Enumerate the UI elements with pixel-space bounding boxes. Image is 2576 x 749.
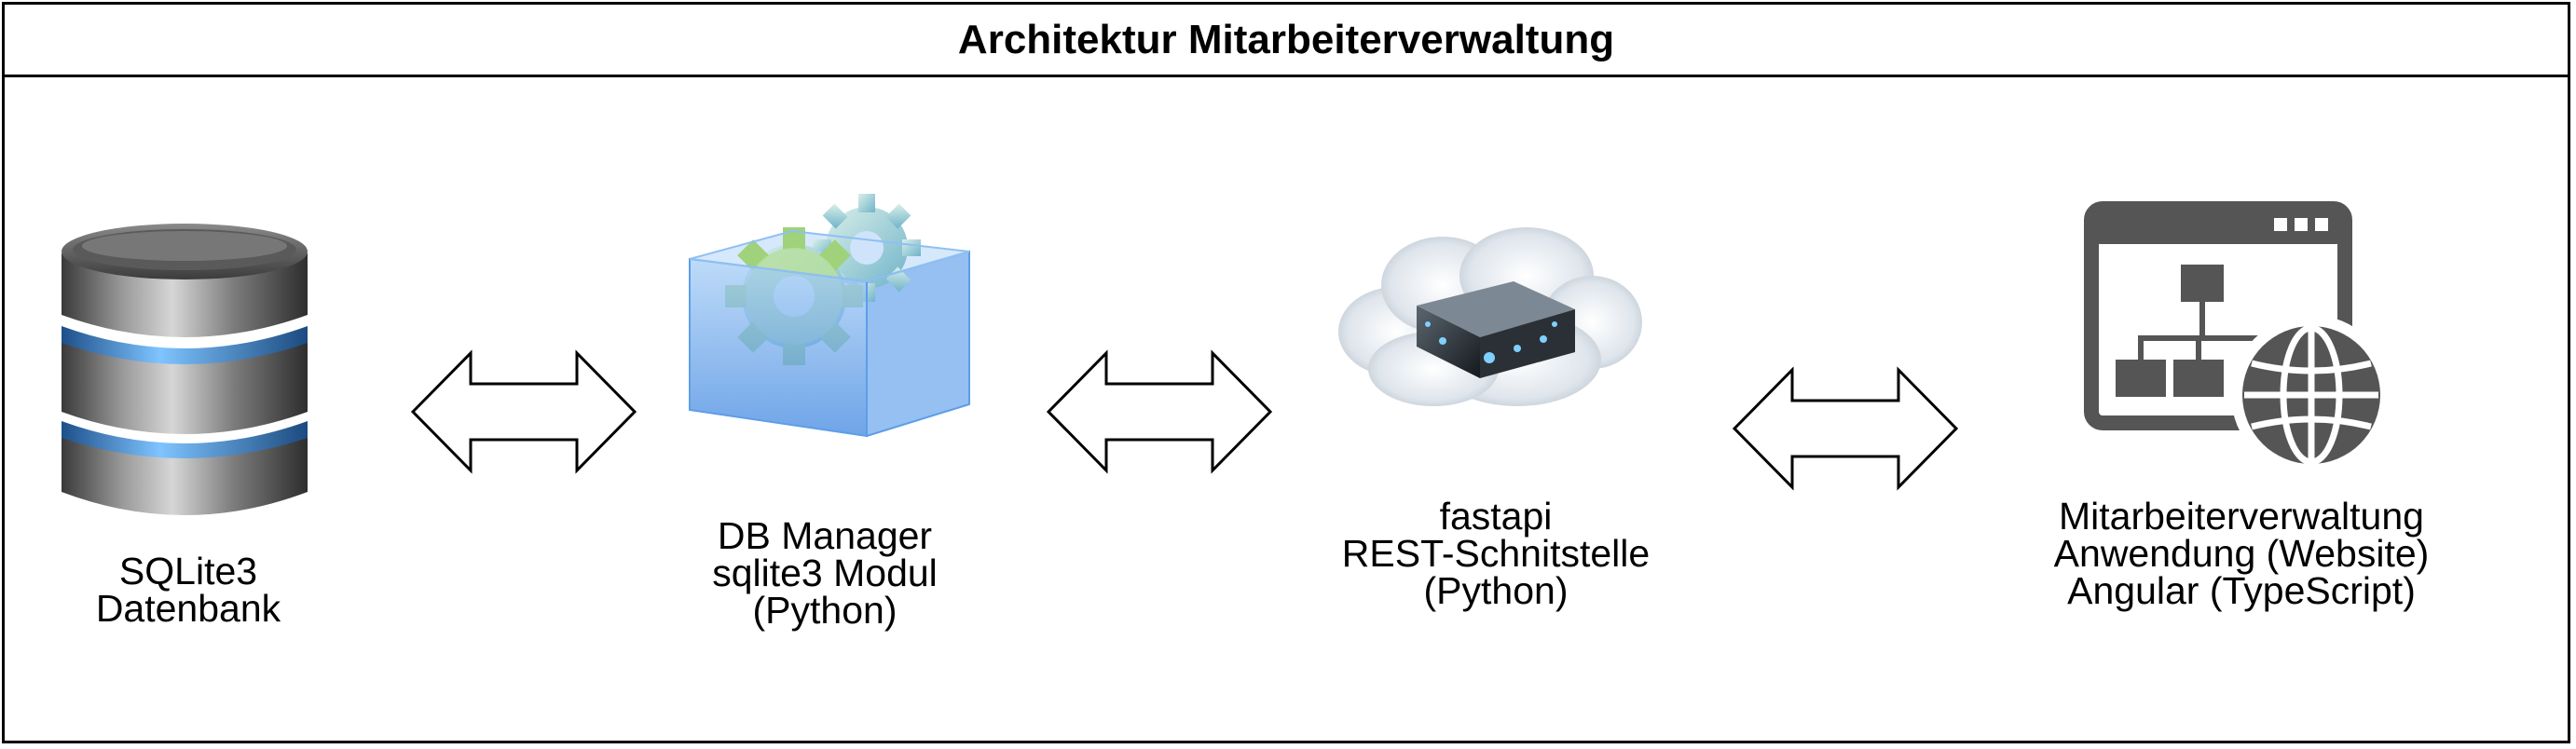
bidirectional-arrow [410,349,637,474]
node-label-manager: DB Manager sqlite3 Modul (Python) [657,514,993,632]
bidirectional-arrow [1732,366,1959,491]
label-line: (Python) [1423,569,1569,612]
label-line: fastapi [1439,495,1553,538]
label-line: Mitarbeiterverwaltung [2059,495,2424,538]
label-line: sqlite3 Modul [712,552,938,594]
label-line: DB Manager [717,514,933,557]
bidirectional-arrow [1046,349,1273,474]
website-globe-icon [2084,201,2391,475]
node-label-api: fastapi REST-Schnitstelle (Python) [1286,495,1706,612]
label-line: Angular (TypeScript) [2067,569,2416,612]
diagram-header: Architektur Mitarbeiterverwaltung [5,5,2568,77]
node-label-web: Mitarbeiterverwaltung Anwendung (Website… [1994,495,2488,612]
label-line: SQLite3 [118,550,258,592]
node-label-db: SQLite3 Datenbank [58,550,319,630]
cloud-server-icon [1338,227,1642,406]
label-line: Datenbank [95,587,281,630]
diagram-title: Architektur Mitarbeiterverwaltung [957,16,1615,62]
database-icon [62,224,308,515]
label-line: REST-Schnitstelle [1341,532,1651,575]
label-line: Anwendung (Website) [2053,532,2430,575]
gears-module-icon [689,194,970,438]
label-line: (Python) [752,589,897,632]
